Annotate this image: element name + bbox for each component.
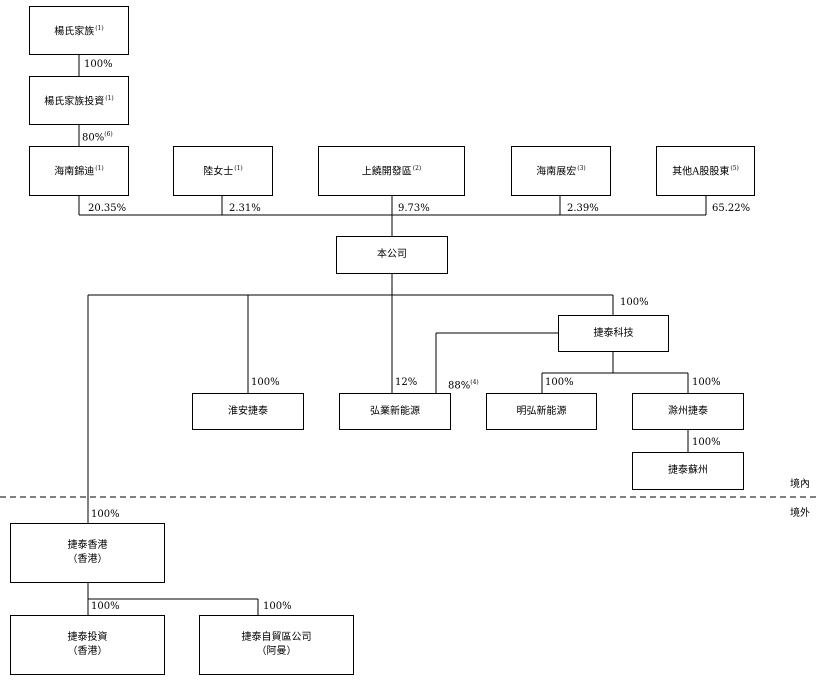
stake-company-to-tech: 100% bbox=[620, 297, 649, 308]
entity-hainan-jindi: 海南錦迪(1) bbox=[29, 146, 129, 196]
stake-company-to-hk: 100% bbox=[91, 509, 120, 520]
entity-yang-family-invest: 楊氏家族投資(1) bbox=[29, 76, 129, 125]
entity-jietai-hk: 捷泰香港 （香港） bbox=[10, 523, 165, 583]
entity-ms-lu: 陸女士(1) bbox=[173, 146, 273, 196]
stake-hk-to-invest: 100% bbox=[91, 601, 120, 612]
entity-hainan-zhanhong: 海南展宏(3) bbox=[511, 146, 611, 196]
entity-shanghai-dev: 上饒開發區(2) bbox=[318, 146, 465, 196]
stake-chuzhou-to-suzhou: 100% bbox=[692, 437, 721, 448]
stake-company-to-huaian: 100% bbox=[251, 377, 280, 388]
stake-invest-to-jindi: 80%(6) bbox=[82, 131, 113, 144]
entity-company: 本公司 bbox=[336, 236, 448, 274]
stake-tech-to-hongye: 88%(4) bbox=[448, 379, 479, 392]
entity-huaian-jietai: 淮安捷泰 bbox=[192, 393, 304, 430]
stake-hk-to-ftz: 100% bbox=[263, 601, 292, 612]
stake-jindi-to-company: 20.35% bbox=[88, 203, 127, 214]
stake-lu-to-company: 2.31% bbox=[229, 203, 261, 214]
entity-jietai-tech: 捷泰科技 bbox=[558, 315, 669, 352]
stake-dev-to-company: 9.73% bbox=[398, 203, 430, 214]
entity-jietai-ftz: 捷泰自貿區公司 （阿曼） bbox=[199, 615, 354, 675]
stake-tech-to-chuzhou: 100% bbox=[692, 377, 721, 388]
entity-minghong-energy: 明弘新能源 bbox=[486, 393, 597, 430]
stake-zhanhong-to-company: 2.39% bbox=[567, 203, 599, 214]
entity-other-a-share: 其他A股股東(5) bbox=[656, 146, 755, 196]
stake-company-to-hongye: 12% bbox=[395, 377, 418, 388]
entity-jietai-invest: 捷泰投資 （香港） bbox=[10, 615, 165, 675]
entity-yang-family: 楊氏家族(1) bbox=[29, 6, 129, 55]
region-overseas-label: 境外 bbox=[790, 508, 810, 519]
stake-other-to-company: 65.22% bbox=[712, 203, 751, 214]
entity-jietai-suzhou: 捷泰蘇州 bbox=[632, 452, 744, 490]
stake-tech-to-minghong: 100% bbox=[545, 377, 574, 388]
stake-family-to-invest: 100% bbox=[84, 59, 113, 70]
region-domestic-label: 境內 bbox=[790, 479, 810, 490]
entity-chuzhou-jietai: 滁州捷泰 bbox=[632, 393, 744, 430]
entity-hongye-energy: 弘業新能源 bbox=[339, 393, 451, 430]
